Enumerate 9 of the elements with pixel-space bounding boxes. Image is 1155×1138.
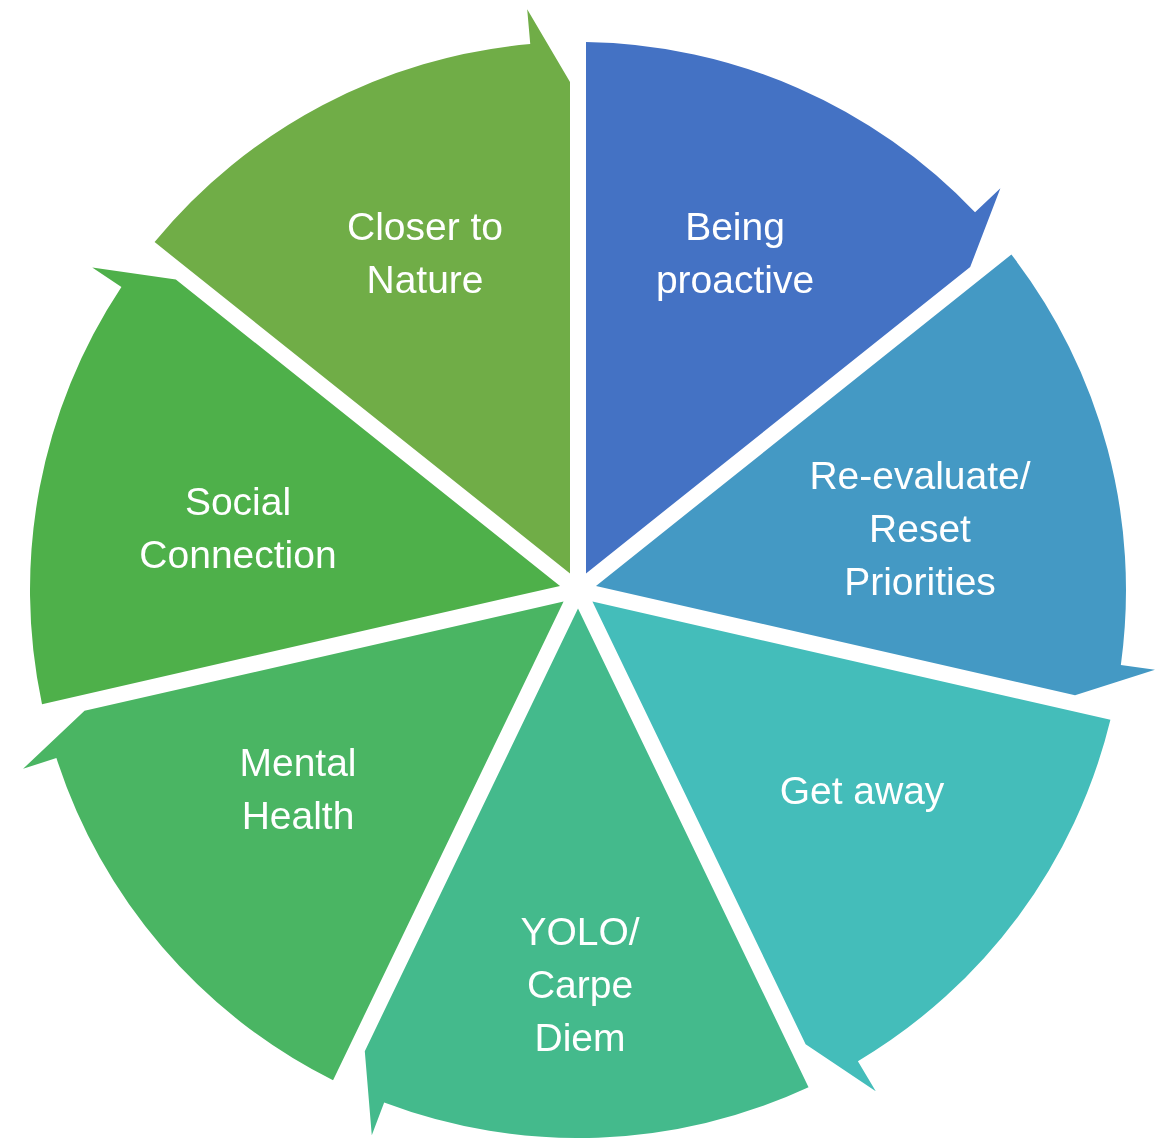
cycle-arrow-segment bbox=[30, 267, 560, 705]
segment-label: Get away bbox=[778, 767, 946, 814]
segment-label: Being proactive bbox=[654, 204, 816, 303]
segment-label: YOLO/ Carpe Diem bbox=[519, 908, 641, 1061]
cycle-arrow-segment bbox=[596, 254, 1155, 696]
segment-label: Social Connection bbox=[138, 479, 338, 578]
segment-label: Closer to Nature bbox=[345, 204, 505, 303]
segment-label: Mental Health bbox=[238, 740, 358, 839]
segment-label: Re-evaluate/ Reset Priorities bbox=[808, 452, 1032, 605]
